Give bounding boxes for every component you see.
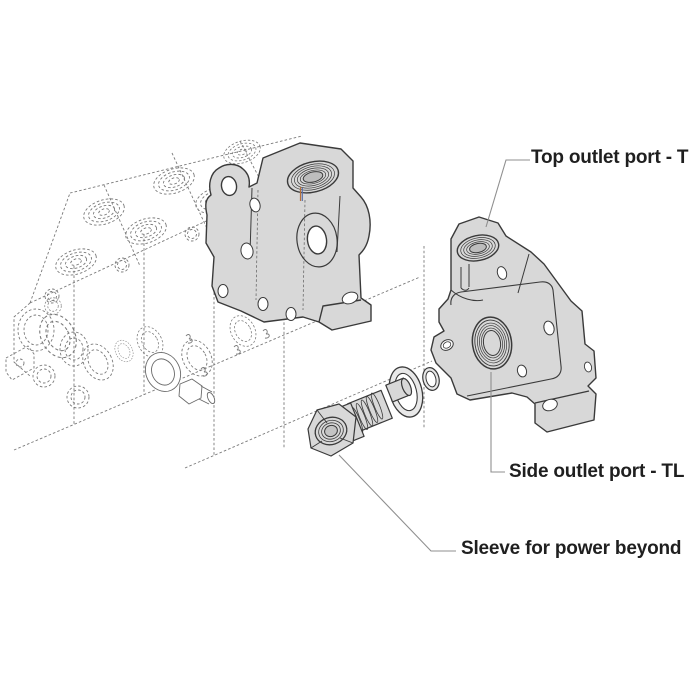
outlet-cover-installed	[205, 142, 372, 331]
o-ring	[422, 367, 440, 391]
relief-plug	[144, 352, 216, 405]
label-sleeve-power-beyond: Sleeve for power beyond	[461, 538, 682, 559]
outlet-cover-detached	[430, 216, 597, 433]
power-beyond-sleeve	[307, 377, 413, 457]
label-side-outlet-port: Side outlet port - TL	[509, 461, 685, 482]
leader-line-side-outlet	[490, 372, 505, 473]
leader-line-top-outlet	[485, 159, 530, 228]
highlight-tick	[299, 187, 303, 201]
leader-line-sleeve	[338, 454, 456, 552]
label-top-outlet-port: Top outlet port - T	[531, 147, 689, 168]
